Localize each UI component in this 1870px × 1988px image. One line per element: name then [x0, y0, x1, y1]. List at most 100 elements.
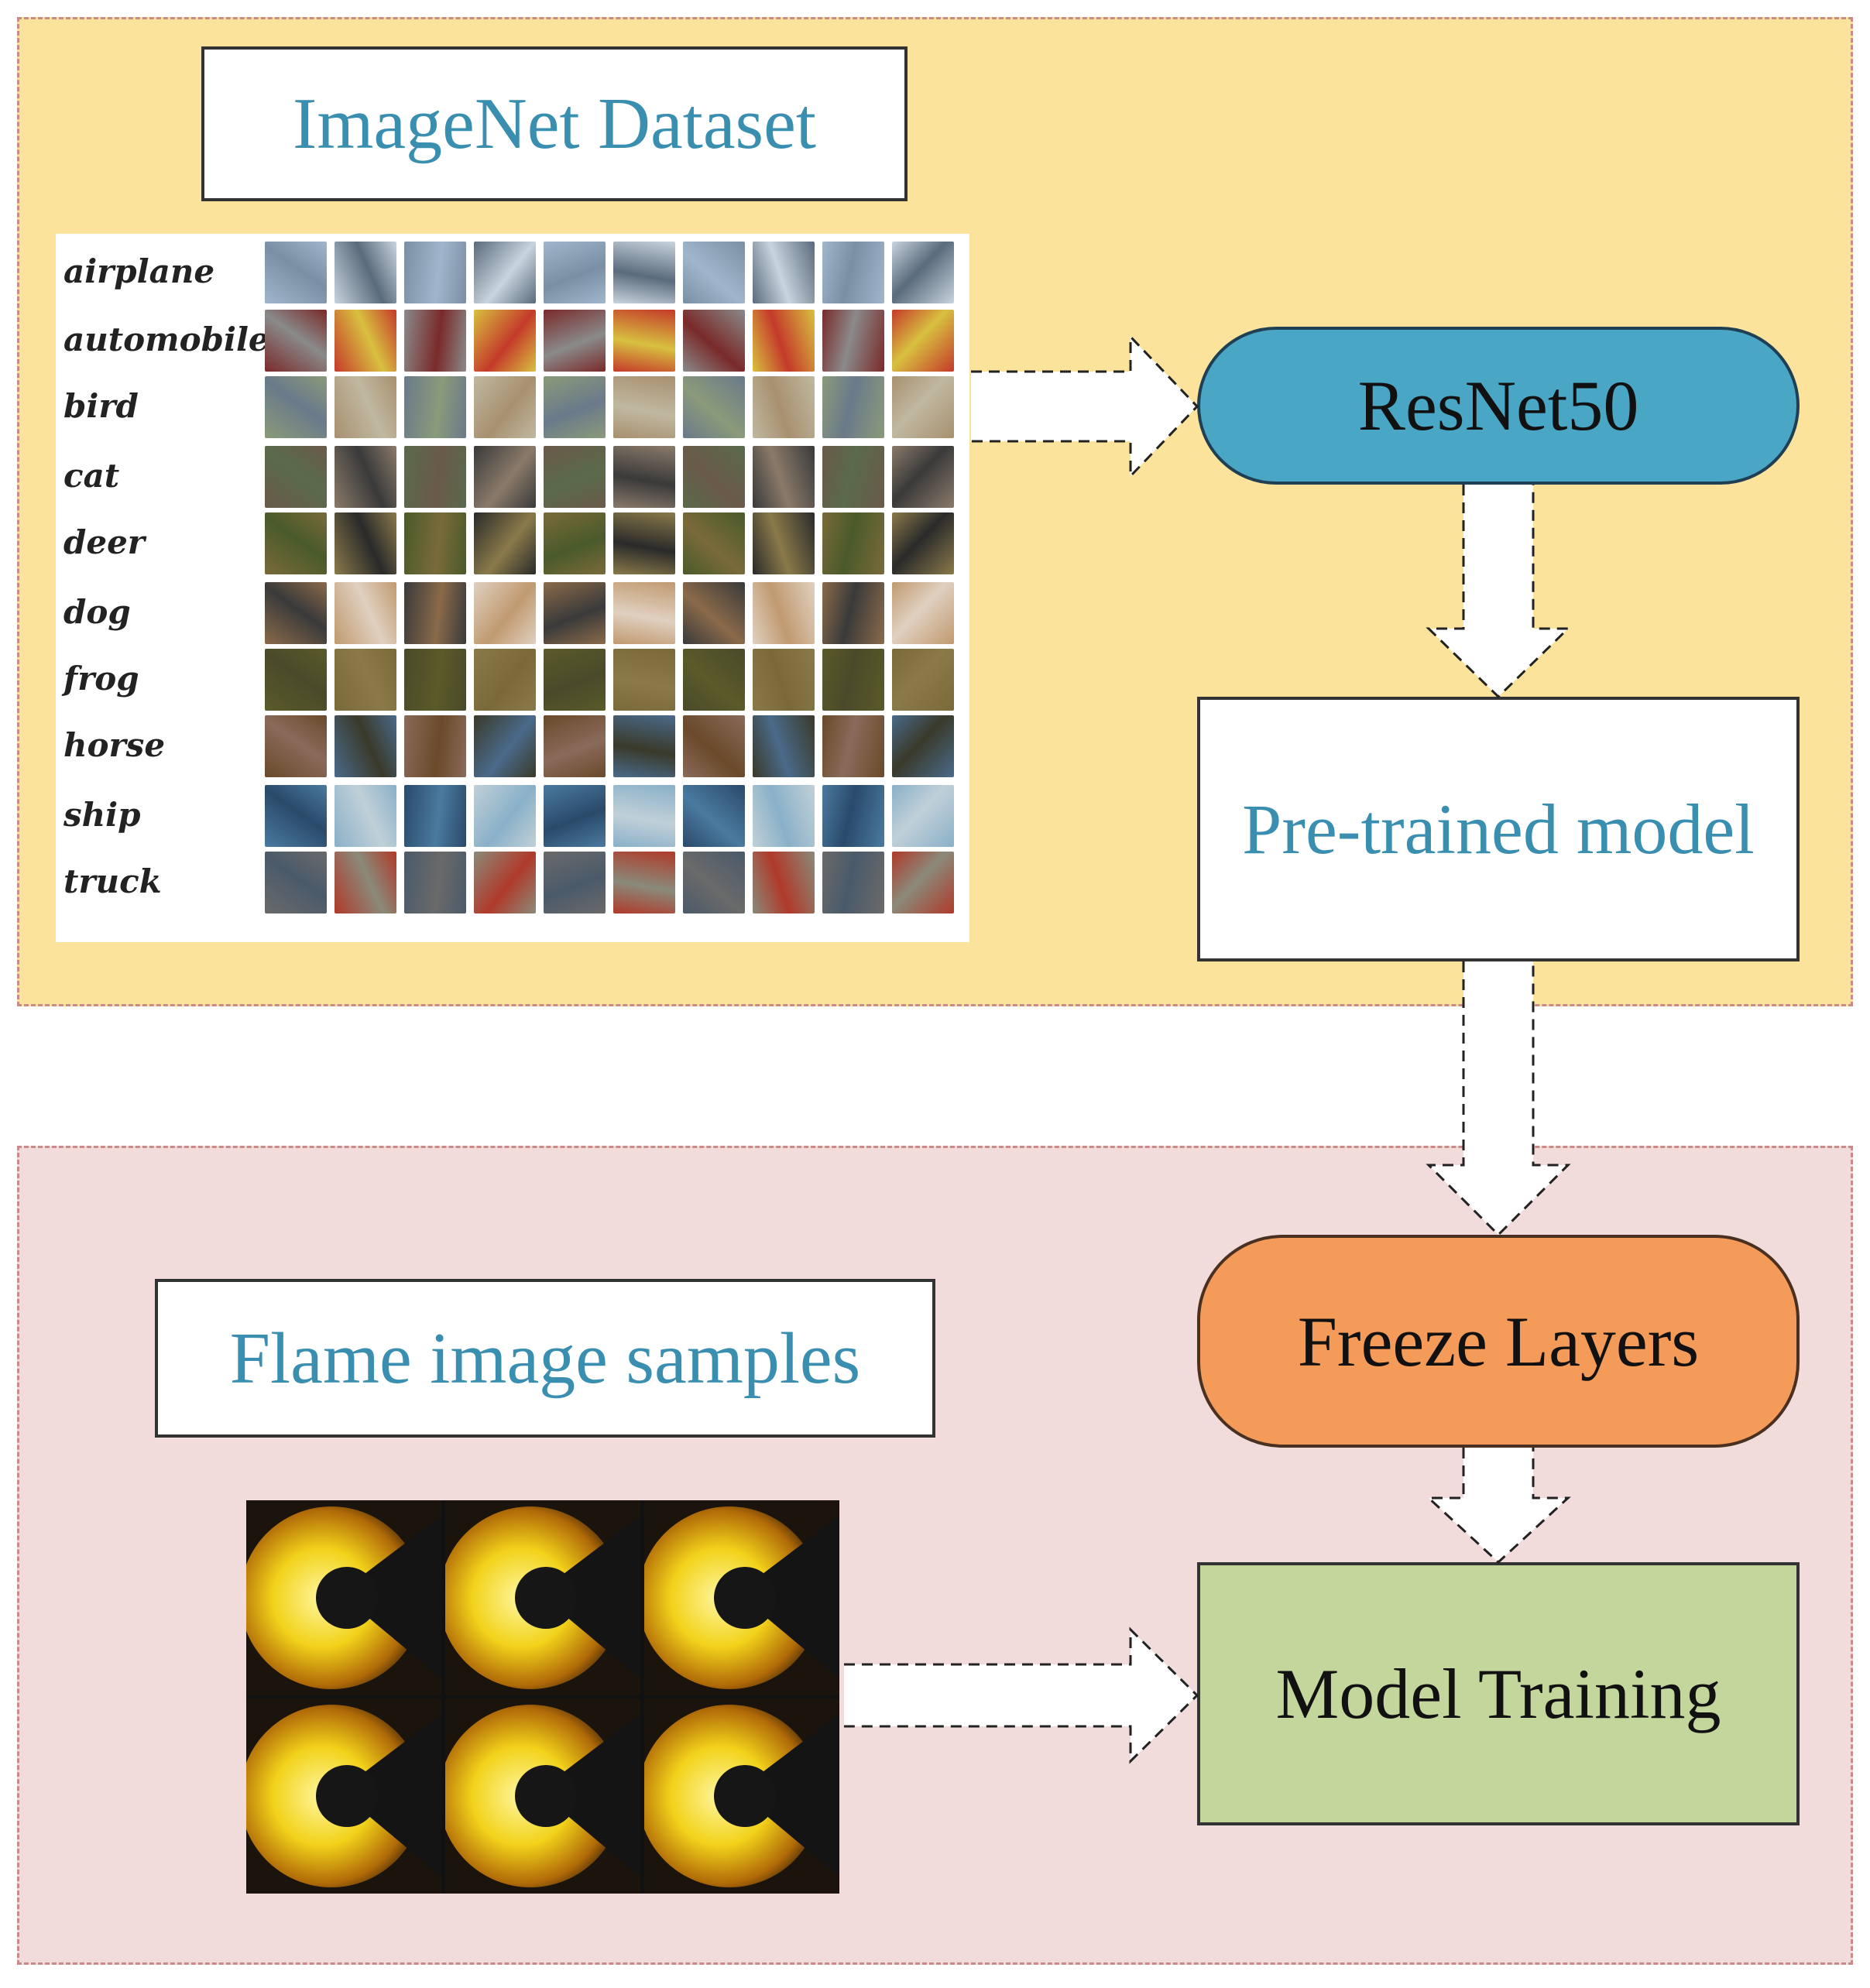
sample-thumbnail: [404, 649, 466, 711]
sample-thumbnail: [892, 446, 954, 508]
sample-thumbnail: [683, 242, 745, 303]
sample-thumbnail: [544, 446, 606, 508]
sample-thumbnail: [613, 852, 675, 913]
flame-sample-image: [445, 1500, 640, 1695]
sample-thumbnail: [683, 446, 745, 508]
sample-thumbnail: [683, 376, 745, 438]
class-label-horse: horse: [63, 726, 166, 764]
sample-thumbnail: [613, 512, 675, 574]
sample-thumbnail: [474, 242, 536, 303]
sample-thumbnail: [404, 512, 466, 574]
sample-thumbnail: [544, 649, 606, 711]
sample-thumbnail: [544, 852, 606, 913]
class-label-frog: frog: [63, 660, 139, 698]
sample-thumbnail: [753, 310, 815, 372]
sample-thumbnail: [335, 310, 396, 372]
sample-thumbnail: [265, 582, 327, 644]
sample-thumbnail: [822, 512, 884, 574]
sample-thumbnail: [265, 242, 327, 303]
sample-thumbnail: [404, 242, 466, 303]
dataset-to-resnet-arrow: [971, 334, 1199, 479]
sample-thumbnail: [613, 649, 675, 711]
sample-thumbnail: [892, 852, 954, 913]
sample-thumbnail: [892, 310, 954, 372]
sample-thumbnail: [404, 582, 466, 644]
freeze-to-training-arrow: [1426, 1448, 1571, 1565]
sample-thumbnail: [822, 310, 884, 372]
flame-sample-grid: [246, 1500, 839, 1894]
sample-thumbnail: [474, 512, 536, 574]
sample-thumbnail: [753, 715, 815, 777]
sample-thumbnail: [265, 785, 327, 847]
sample-thumbnail: [683, 649, 745, 711]
sample-thumbnail: [474, 310, 536, 372]
sample-thumbnail: [404, 310, 466, 372]
sample-thumbnail: [892, 512, 954, 574]
sample-thumbnail: [822, 376, 884, 438]
class-label-deer: deer: [63, 523, 145, 561]
sample-thumbnail: [404, 446, 466, 508]
sample-thumbnail: [613, 785, 675, 847]
sample-thumbnail: [683, 852, 745, 913]
sample-thumbnail: [474, 785, 536, 847]
sample-thumbnail: [892, 242, 954, 303]
sample-thumbnail: [753, 582, 815, 644]
sample-thumbnail: [613, 446, 675, 508]
sample-thumbnail: [335, 512, 396, 574]
sample-thumbnail: [404, 376, 466, 438]
sample-thumbnail: [265, 512, 327, 574]
sample-thumbnail: [335, 582, 396, 644]
pretrained-model-node: Pre-trained model: [1197, 697, 1800, 961]
sample-thumbnail: [544, 785, 606, 847]
sample-thumbnail: [753, 242, 815, 303]
sample-thumbnail: [822, 649, 884, 711]
sample-thumbnail: [683, 310, 745, 372]
sample-thumbnail: [683, 715, 745, 777]
class-label-ship: ship: [63, 796, 141, 834]
sample-thumbnail: [822, 785, 884, 847]
sample-thumbnail: [892, 582, 954, 644]
sample-thumbnail: [613, 242, 675, 303]
class-label-airplane: airplane: [63, 252, 215, 290]
sample-thumbnail: [822, 715, 884, 777]
flame-sample-image: [644, 1698, 839, 1894]
sample-thumbnail: [335, 649, 396, 711]
sample-thumbnail: [683, 785, 745, 847]
sample-thumbnail: [544, 376, 606, 438]
sample-thumbnail: [265, 852, 327, 913]
sample-thumbnail: [404, 715, 466, 777]
flame-sample-image: [644, 1500, 839, 1695]
sample-thumbnail: [613, 310, 675, 372]
sample-thumbnail: [753, 852, 815, 913]
freeze-layers-node: Freeze Layers: [1197, 1235, 1800, 1448]
sample-thumbnail: [474, 852, 536, 913]
class-label-dog: dog: [63, 593, 131, 631]
flame-to-training-arrow: [844, 1626, 1199, 1764]
sample-thumbnail: [474, 446, 536, 508]
sample-thumbnail: [404, 852, 466, 913]
sample-thumbnail: [265, 649, 327, 711]
sample-thumbnail: [822, 582, 884, 644]
sample-thumbnail: [544, 512, 606, 574]
sample-thumbnail: [892, 785, 954, 847]
sample-thumbnail: [335, 242, 396, 303]
sample-thumbnail: [335, 715, 396, 777]
sample-thumbnail: [892, 715, 954, 777]
sample-thumbnail: [474, 376, 536, 438]
sample-thumbnail: [613, 582, 675, 644]
sample-thumbnail: [613, 376, 675, 438]
sample-thumbnail: [822, 446, 884, 508]
sample-thumbnail: [335, 446, 396, 508]
sample-thumbnail: [892, 649, 954, 711]
sample-thumbnail: [753, 376, 815, 438]
sample-thumbnail: [544, 310, 606, 372]
sample-thumbnail: [822, 242, 884, 303]
resnet-to-pretrained-arrow: [1426, 485, 1571, 699]
flame-sample-image: [246, 1698, 441, 1894]
sample-thumbnail: [544, 715, 606, 777]
model-training-node: Model Training: [1197, 1562, 1800, 1825]
class-label-cat: cat: [63, 457, 120, 495]
class-label-bird: bird: [63, 387, 139, 425]
sample-thumbnail: [544, 242, 606, 303]
